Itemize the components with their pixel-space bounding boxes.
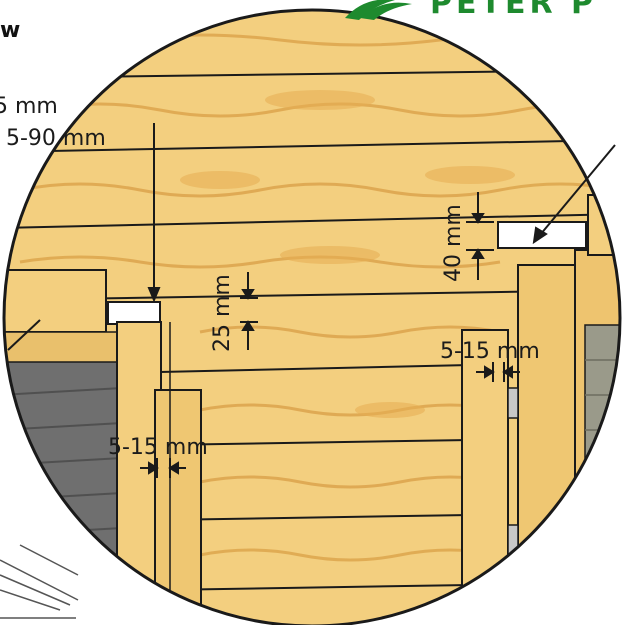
gap-25-white	[107, 301, 161, 325]
label-top-left-2: 5-90 mm	[6, 126, 106, 151]
label-gap-5-15-left: 5-15 mm	[108, 435, 208, 460]
wood-grain	[19, 33, 620, 562]
leader-lines	[7, 123, 616, 351]
grey-wall-left	[4, 360, 123, 625]
left-beam-base	[4, 331, 123, 363]
brand-logo-text: PETER P	[430, 0, 597, 21]
brand-leaf-icon	[345, 0, 412, 21]
label-gap-40: 40 mm	[441, 204, 466, 282]
roof-sketch	[0, 544, 79, 619]
label-gap-5-15-right: 5-15 mm	[440, 339, 540, 364]
label-gap-25: 25 mm	[210, 274, 235, 352]
wood-knots	[180, 90, 515, 418]
left-post	[116, 321, 202, 626]
left-beam	[4, 269, 107, 333]
title-fragment: w	[0, 18, 21, 43]
label-top-left-1: 5 mm	[0, 94, 58, 119]
dimension-markers	[140, 192, 520, 478]
